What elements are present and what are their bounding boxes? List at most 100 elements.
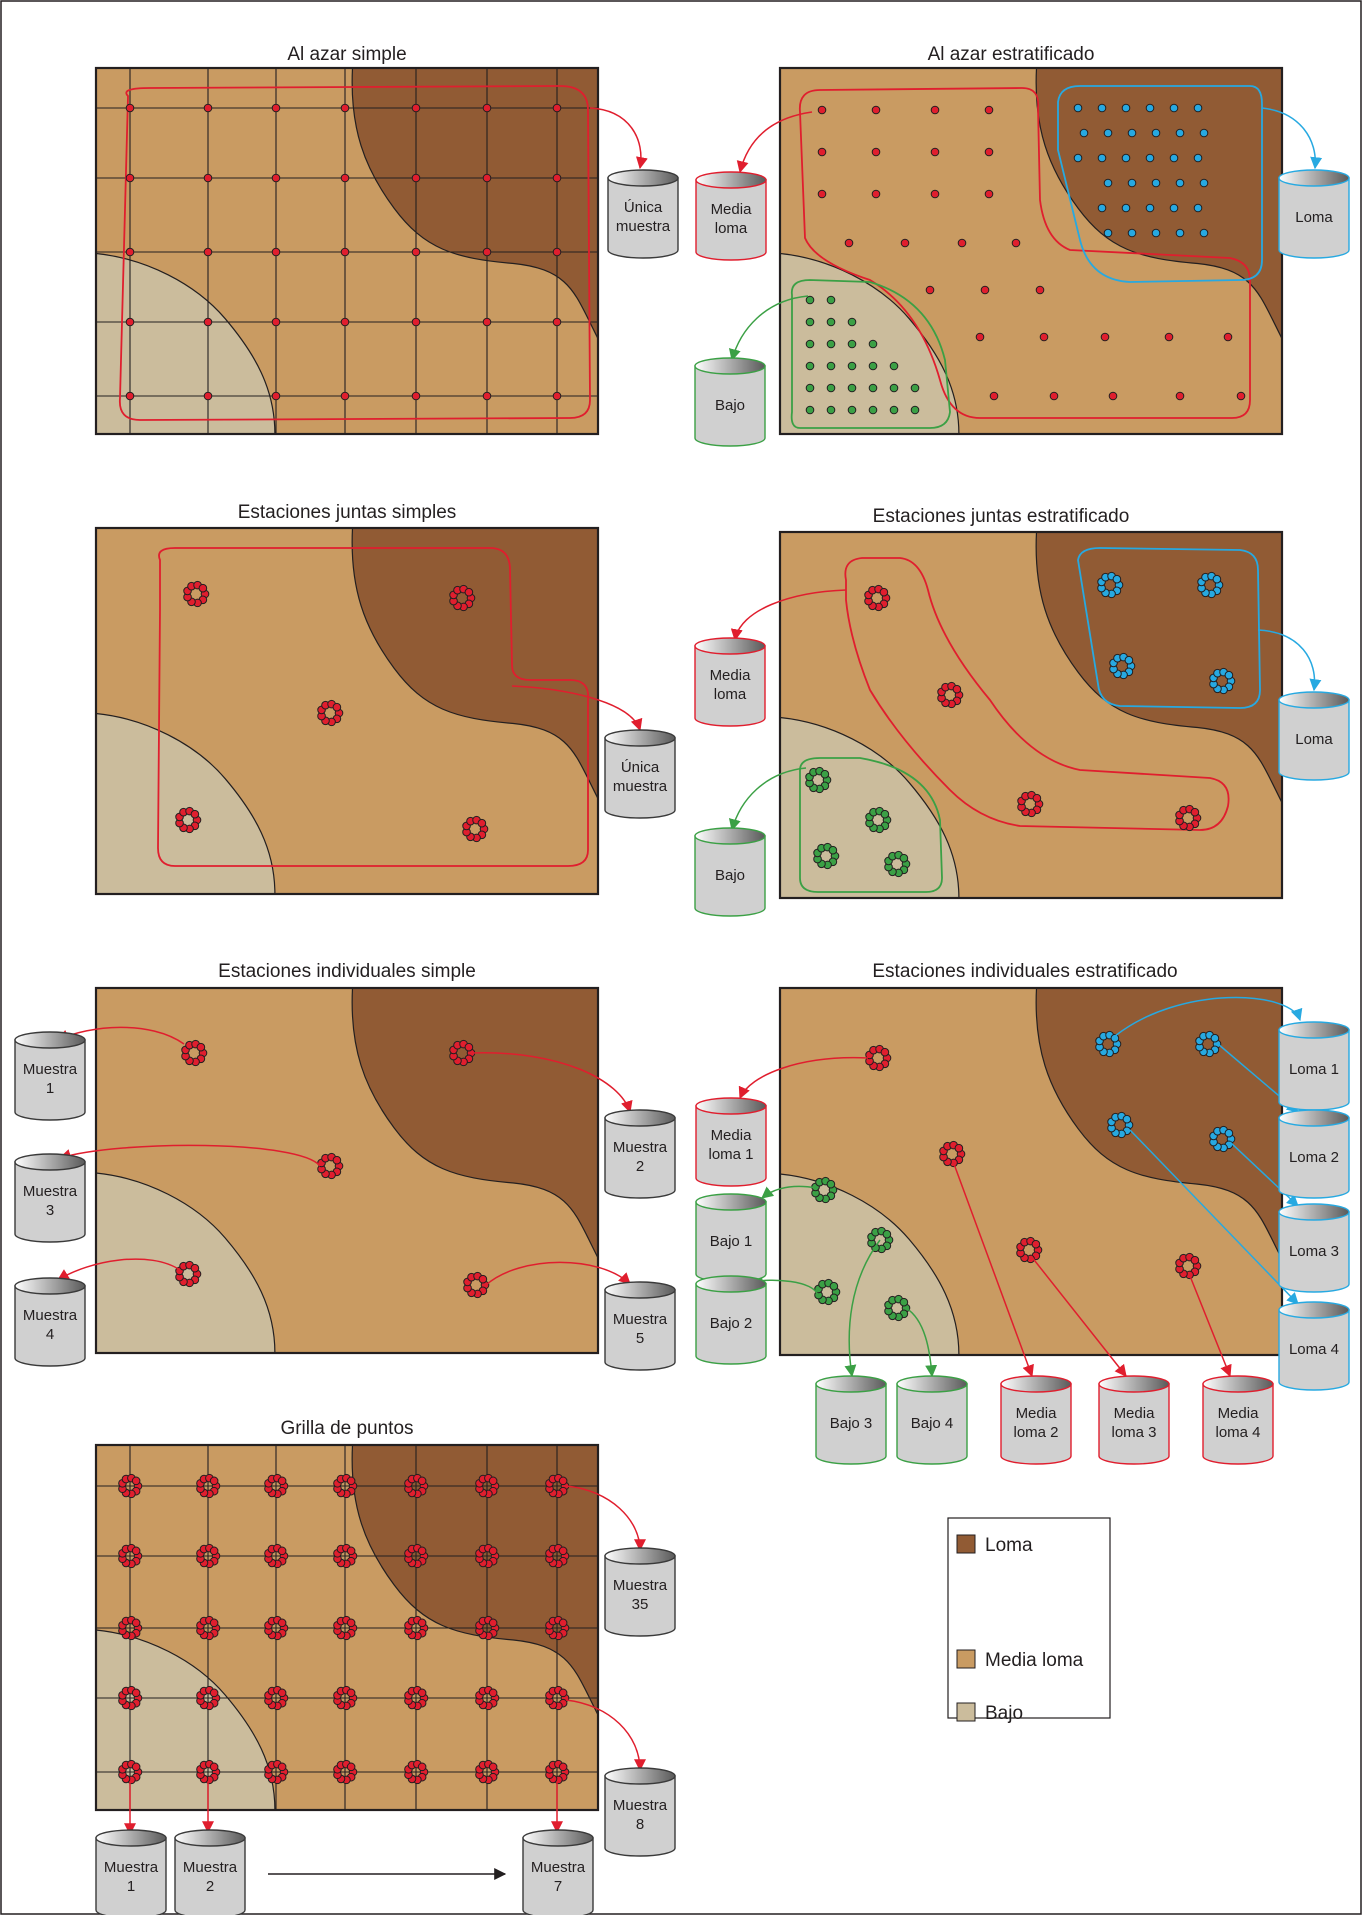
sample-point [552,391,562,401]
station-point [417,1618,427,1628]
container-bajo-2: Bajo 2 [695,1275,767,1365]
station-point [346,1688,356,1698]
station-point [488,1688,498,1698]
sample-station [475,1473,500,1499]
station-point [954,1143,964,1153]
sample-station [264,1543,289,1569]
sample-station [264,1759,289,1785]
sample-station-bajo [884,850,911,878]
sample-point [271,247,281,257]
container-media-loma-1-top [695,1097,767,1115]
station-point [899,1297,909,1307]
azar-simple-loma-zone [351,67,599,339]
panel-estaciones-juntas-estratificado [778,530,1284,900]
sample-station [475,1685,500,1711]
sample-point-loma [1079,128,1089,138]
grilla-bajo-zone [95,1629,276,1811]
sample-point-bajo [847,317,857,327]
sample-point-media-loma [1108,391,1118,401]
sample-point-loma [1145,203,1155,213]
sample-point-media-loma [817,147,827,157]
arrow-to-media-loma-1 [738,1056,869,1100]
sample-point-media-loma [1100,332,1110,342]
sample-point-loma [1127,228,1137,238]
sample-point [482,247,492,257]
sample-station [181,1039,208,1067]
station-point [190,1263,200,1273]
azar-simple-bajo-zone [95,252,276,435]
container-muestra-1-top [14,1031,86,1049]
title-estaciones-individuales-estratificado: Estaciones individuales estratificado [872,961,1177,982]
sample-station-loma [1197,571,1224,599]
sample-point-loma [1073,153,1083,163]
station-point [417,1762,427,1772]
sample-station [118,1473,143,1499]
container-loma-3-top [1278,1203,1350,1221]
sample-point-loma [1151,178,1161,188]
sample-station-loma [1095,1030,1122,1058]
sample-point-loma [1199,178,1209,188]
sample-station [118,1543,143,1569]
station-point [277,1546,287,1556]
sample-point-loma [1145,103,1155,113]
station-point [488,1762,498,1772]
sample-point-loma [1127,128,1137,138]
sample-point-bajo [805,339,815,349]
arrow-to-media-loma [730,589,847,642]
sample-point-media-loma [984,147,994,157]
station-point [826,1179,836,1189]
juntas-simple-loma-zone [351,527,599,799]
container-loma-4-top [1278,1301,1350,1319]
station-point [346,1618,356,1628]
arrow-to-bajo-3 [844,1239,881,1378]
station-point [952,684,962,694]
station-point [209,1762,219,1772]
sample-point-bajo [826,295,836,305]
sample-station [183,580,210,608]
container-bajo-2-label: Bajo 2 [710,1315,753,1332]
station-point [1212,574,1222,584]
station-point [488,1476,498,1486]
station-point [417,1546,427,1556]
station-point [829,1281,839,1291]
sample-point [271,103,281,113]
arrow-to-muestra-35 [565,1485,646,1552]
station-point [1224,670,1234,680]
sample-point [125,317,135,327]
sample-point-media-loma [957,238,967,248]
legend-label-loma: Loma [985,1535,1033,1556]
sample-station [264,1473,289,1499]
sample-point-media-loma [930,147,940,157]
container-loma-2: Loma 2 [1278,1109,1350,1199]
sample-station-media-loma [1175,804,1202,832]
container-media-loma-top [694,637,766,655]
sample-point-loma [1175,228,1185,238]
station-point [1190,1255,1200,1265]
sample-point-bajo [868,361,878,371]
sample-point-media-loma [925,285,935,295]
sample-point-bajo [868,405,878,415]
container-loma-body [1278,177,1350,259]
container-loma-1-label: Loma 1 [1289,1061,1339,1078]
container-muestra-2-top [174,1829,246,1847]
arrow-to-bajo-4 [905,1307,938,1378]
bajo-stratum-outline [799,757,943,893]
sample-point-loma [1199,228,1209,238]
container-bajo-4: Bajo 4 [896,1375,968,1465]
sample-station [118,1615,143,1641]
container-loma-1: Loma 1 [1278,1021,1350,1111]
container-bajo-2-top [695,1275,767,1293]
sample-station-loma [1195,1030,1222,1058]
station-point [558,1618,568,1628]
sample-point [125,391,135,401]
panel-grilla-de-puntos [94,1443,600,1812]
arrow-to-unica-muestra [511,685,643,732]
sample-station [264,1615,289,1641]
sample-point-loma [1097,103,1107,113]
